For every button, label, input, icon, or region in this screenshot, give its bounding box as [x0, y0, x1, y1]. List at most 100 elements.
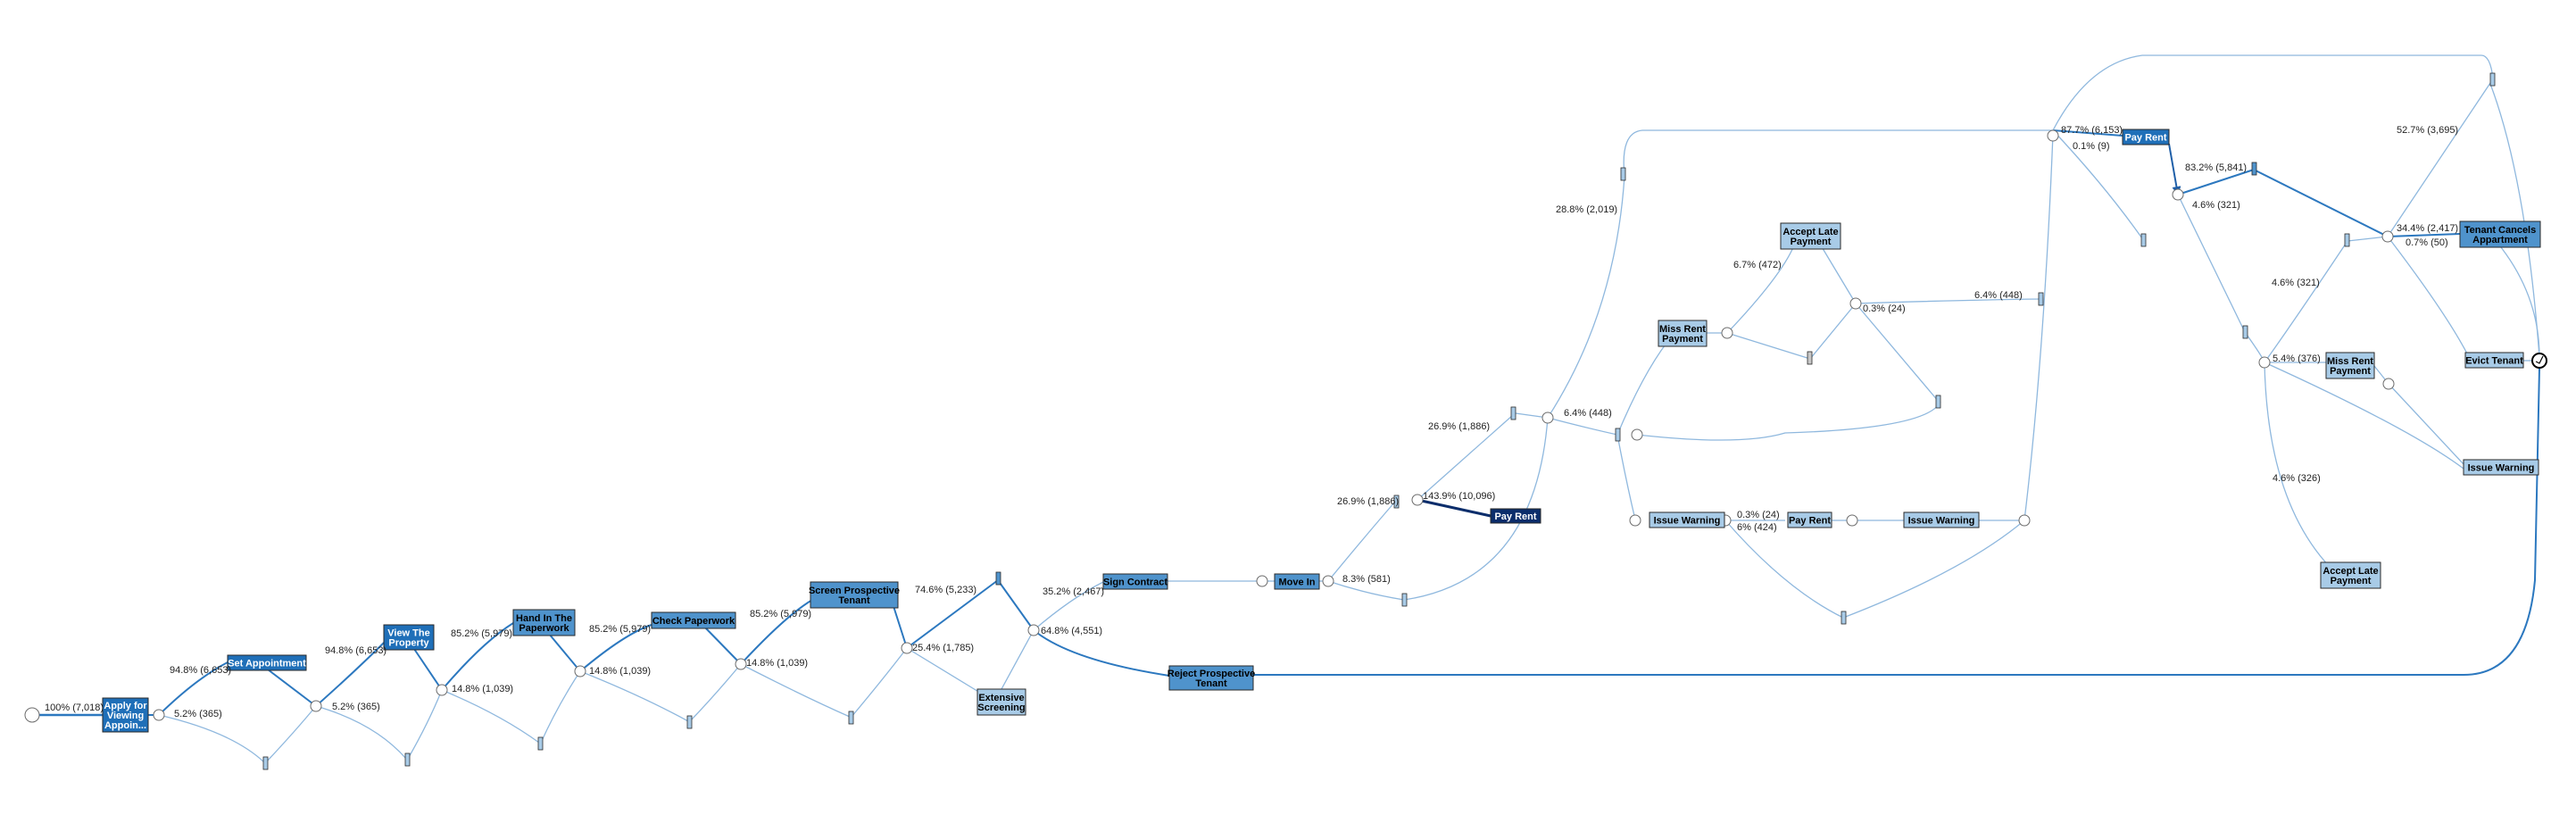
gateway[interactable]	[1411, 494, 1424, 506]
edge-gw1-setappt[interactable]	[158, 661, 229, 716]
edge-gw2-bar[interactable]	[315, 705, 407, 760]
activity-box[interactable]	[976, 688, 1026, 716]
edge-top-payrent[interactable]	[2052, 129, 2123, 137]
activity-pay-rent-main[interactable]: Pay Rent	[1490, 508, 1541, 524]
gateway[interactable]	[153, 709, 165, 721]
edge-setappt-gw2[interactable]	[267, 669, 317, 707]
edge-bar4-miss[interactable]	[1616, 341, 1668, 436]
edge-gw1-bar[interactable]	[158, 714, 265, 763]
edge-bar-gw5[interactable]	[689, 663, 742, 722]
activity-box[interactable]	[227, 654, 307, 671]
edge-bar-gw3[interactable]	[407, 689, 443, 760]
edge-bar-gw6[interactable]	[851, 647, 908, 718]
edge-bar8-gw16[interactable]	[1842, 520, 2025, 619]
activity-issue-warn-1[interactable]: Issue Warning	[1649, 511, 1725, 528]
edge-bar-gw4[interactable]	[540, 670, 581, 744]
edge-bar12-gw19[interactable]	[2264, 240, 2348, 363]
activity-box[interactable]	[1102, 573, 1168, 590]
marker[interactable]	[537, 736, 544, 751]
activity-box[interactable]	[2464, 352, 2524, 369]
activity-box[interactable]	[2122, 129, 2170, 145]
edge-gw4-bar[interactable]	[579, 670, 689, 722]
activity-box[interactable]	[383, 624, 435, 651]
edge-gw13-bar6[interactable]	[1855, 303, 1940, 403]
activity-box[interactable]	[512, 609, 576, 636]
activity-box[interactable]	[1274, 573, 1320, 590]
gateway[interactable]	[1721, 327, 1733, 339]
marker[interactable]	[848, 711, 854, 725]
edge-bar13-end[interactable]	[2489, 83, 2540, 358]
marker[interactable]	[2251, 162, 2257, 176]
activity-box[interactable]	[2459, 220, 2541, 248]
edge-gw3-bar[interactable]	[441, 689, 540, 744]
gateway[interactable]	[574, 665, 586, 678]
marker[interactable]	[2344, 233, 2350, 247]
edge-main-payrent[interactable]	[1417, 498, 1492, 518]
edge-gw9-bar1[interactable]	[1327, 501, 1396, 582]
edge-gw18-evict[interactable]	[2387, 236, 2469, 356]
marker[interactable]	[1935, 395, 1941, 409]
activity-issue-warn-2[interactable]: Issue Warning	[1903, 511, 1980, 528]
edge-gw12-bar5[interactable]	[1726, 332, 1811, 360]
marker[interactable]	[1841, 611, 1847, 625]
edge-gw5-bar[interactable]	[740, 663, 851, 718]
edge-gw5-screen[interactable]	[740, 599, 813, 665]
start-event[interactable]	[24, 707, 40, 723]
edge-tenant-end[interactable]	[2497, 242, 2540, 358]
gateway[interactable]	[901, 642, 913, 654]
edge-accept-gw13[interactable]	[1820, 245, 1857, 304]
edge-gw10-top[interactable]	[1547, 129, 2053, 419]
gateway[interactable]	[1322, 575, 1334, 587]
edge-main-bar3[interactable]	[1417, 414, 1514, 501]
marker[interactable]	[2038, 292, 2044, 306]
edge-reject-end[interactable]	[1253, 367, 2540, 676]
gateway[interactable]	[1629, 514, 1641, 527]
end-event[interactable]	[2531, 353, 2547, 369]
activity-evict[interactable]: Evict Tenant	[2464, 352, 2524, 369]
edge-screen-gw6[interactable]	[892, 603, 908, 649]
activity-box[interactable]	[1168, 665, 1254, 691]
activity-box[interactable]	[2320, 561, 2381, 589]
marker[interactable]	[1620, 167, 1626, 181]
activity-move-in[interactable]: Move In	[1274, 573, 1320, 590]
edge-gw4-check[interactable]	[579, 624, 652, 672]
edge-top-bar9[interactable]	[2052, 129, 2145, 242]
marker[interactable]	[262, 756, 269, 770]
edge-top-loop[interactable]	[2052, 54, 2494, 131]
marker[interactable]	[1615, 428, 1621, 442]
edge-gw13-bar5[interactable]	[1809, 303, 1857, 360]
activity-check-pw[interactable]: Check Paperwork	[651, 611, 736, 629]
activity-issue-warn-3[interactable]: Issue Warning	[2463, 459, 2539, 476]
gateway[interactable]	[2018, 514, 2031, 527]
edge-gw19-warn3[interactable]	[2264, 362, 2464, 470]
edge-check-gw5[interactable]	[704, 627, 742, 665]
edge-gw6-marker[interactable]	[906, 579, 999, 649]
marker[interactable]	[1393, 495, 1400, 509]
marker[interactable]	[686, 715, 693, 729]
activity-box[interactable]	[1649, 511, 1725, 528]
gateway[interactable]	[1846, 514, 1858, 527]
edge-bar-gw2[interactable]	[265, 705, 317, 763]
edge-bar10-gw18[interactable]	[2253, 169, 2389, 237]
marker[interactable]	[2489, 72, 2496, 87]
gateway[interactable]	[1631, 428, 1643, 441]
activity-box[interactable]	[651, 611, 736, 629]
edge-gw10-bar4[interactable]	[1547, 417, 1618, 436]
edge-gw18-tenant[interactable]	[2387, 233, 2461, 237]
edge-gw9-bar2[interactable]	[1327, 580, 1405, 601]
gateway[interactable]	[310, 700, 322, 712]
gateway[interactable]	[2381, 230, 2394, 243]
activity-box[interactable]	[102, 697, 149, 733]
gateway[interactable]	[1541, 412, 1554, 424]
activity-box[interactable]	[2463, 459, 2539, 476]
edge-gw17-bar11[interactable]	[2177, 194, 2246, 333]
activity-box[interactable]	[1490, 508, 1541, 524]
gateway[interactable]	[2258, 356, 2271, 369]
edge-gw17-bar10[interactable]	[2177, 169, 2255, 195]
